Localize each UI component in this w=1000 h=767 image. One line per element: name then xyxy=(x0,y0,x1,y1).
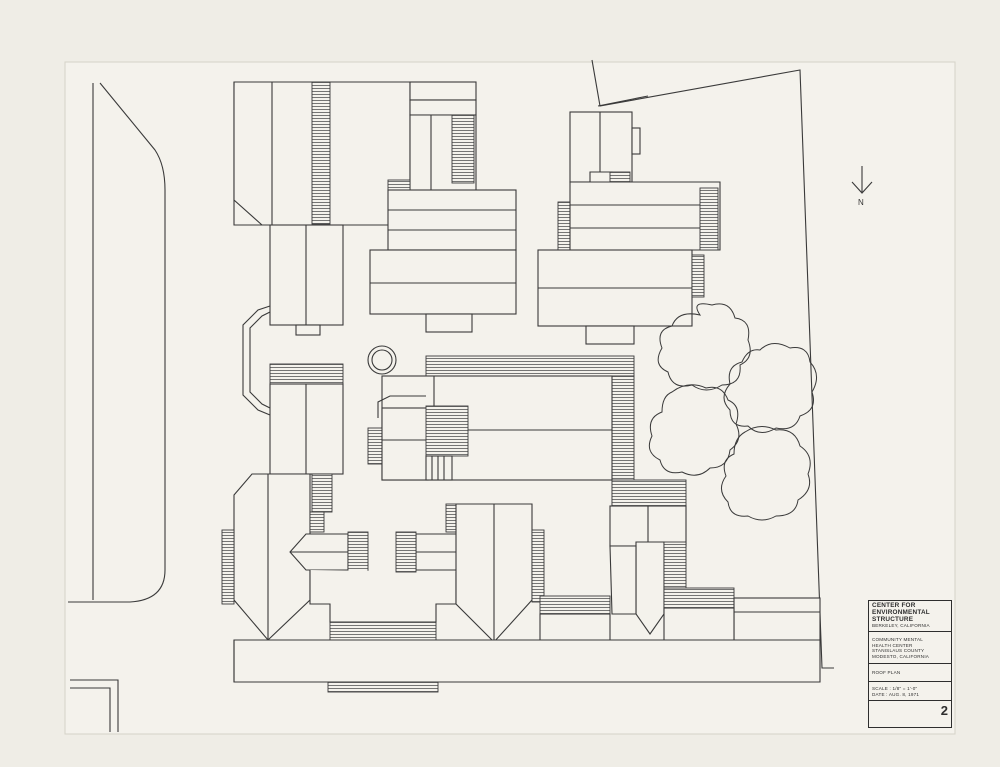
scale-text: SCALE : 1/8" = 1'-0" xyxy=(872,685,918,691)
org-location: BERKELEY, CALIFORNIA xyxy=(872,623,930,629)
southwest-wing xyxy=(221,473,475,661)
street-curb xyxy=(68,82,166,603)
title-block-drawing: ROOF PLAN xyxy=(869,664,951,682)
project-line-2: HEALTH CENTER xyxy=(872,642,913,648)
sheet-number: 2 xyxy=(940,703,948,719)
northwest-wing xyxy=(233,81,411,336)
west-arcade xyxy=(242,305,271,416)
title-block: CENTER FOR ENVIRONMENTAL STRUCTURE BERKE… xyxy=(868,600,952,728)
courtyard-fountain xyxy=(367,345,397,375)
top-boundary xyxy=(597,95,649,107)
property-line xyxy=(591,59,834,669)
south-band xyxy=(233,639,821,693)
org-line-3: STRUCTURE xyxy=(872,615,914,623)
title-block-project: COMMUNITY MENTAL HEALTH CENTER STANISLAU… xyxy=(869,632,951,665)
org-line-1: CENTER FOR xyxy=(872,602,916,609)
title-block-scale-date: SCALE : 1/8" = 1'-0" DATE : AUG. 8, 1971 xyxy=(869,682,951,702)
project-line-1: COMMUNITY MENTAL xyxy=(872,636,924,642)
north-label: N xyxy=(858,198,864,207)
trees xyxy=(648,303,817,521)
project-line-3: STANISLAUS COUNTY xyxy=(872,648,925,654)
north-center-wing xyxy=(369,81,517,333)
org-line-2: ENVIRONMENTAL xyxy=(872,608,930,616)
north-arrow-icon xyxy=(851,166,873,194)
central-block xyxy=(367,355,687,507)
title-block-organization: CENTER FOR ENVIRONMENTAL STRUCTURE BERKE… xyxy=(869,601,951,632)
project-line-4: MODESTO, CALIFORNIA xyxy=(872,653,930,659)
lot-corner xyxy=(70,679,119,732)
west-middle-wing xyxy=(269,363,344,475)
date-text: DATE : AUG. 8, 1971 xyxy=(872,691,920,697)
drawing-title: ROOF PLAN xyxy=(872,670,901,676)
northeast-wing xyxy=(537,111,721,345)
